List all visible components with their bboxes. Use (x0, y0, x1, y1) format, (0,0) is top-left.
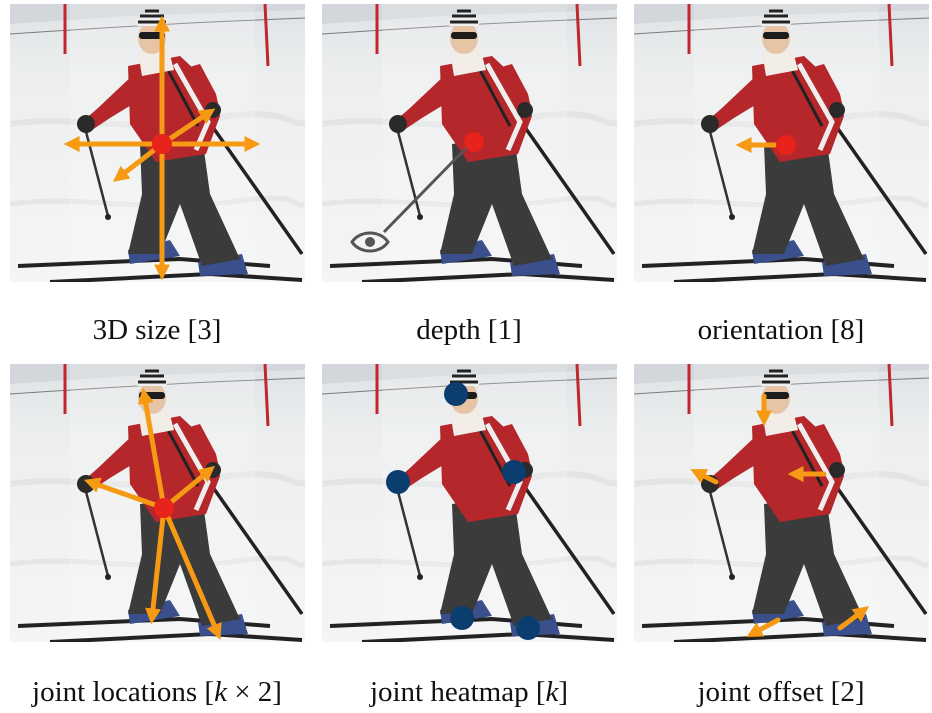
panel-orientation (634, 4, 929, 282)
caption-joint-offset: joint offset [2] (697, 676, 865, 708)
joint-head (444, 382, 468, 406)
joint-right-foot (516, 616, 540, 640)
arrow-to-left-hand (83, 477, 167, 511)
panel-joint-offset (634, 364, 929, 642)
arrow-to-head (137, 387, 167, 511)
caption-depth: depth [1] (416, 314, 522, 346)
caption-joint-locations: joint locations [k × 2] (32, 676, 282, 708)
panel-3d-size (10, 4, 305, 282)
joint-left-hand (386, 470, 410, 494)
center-point (152, 134, 172, 154)
offset-left-foot (746, 617, 781, 638)
eye-icon (350, 231, 390, 253)
joint-right-hand (502, 460, 526, 484)
offset-left-hand (690, 469, 719, 485)
caption-joint-heatmap: joint heatmap [k] (369, 676, 569, 708)
center-point (776, 135, 796, 155)
panel-joint-locations (10, 364, 305, 642)
offset-right-foot (837, 606, 870, 631)
panel-depth (322, 4, 617, 282)
panel-joint-heatmap (322, 364, 617, 642)
arrow-to-left-foot (145, 505, 167, 625)
arrow-to-right-foot (161, 505, 222, 640)
caption-orientation: orientation [8] (697, 314, 865, 346)
caption-3d-size: 3D size [3] (92, 314, 222, 346)
center-point (154, 498, 174, 518)
joint-left-foot (450, 606, 474, 630)
center-point (464, 132, 484, 152)
depth-ray (382, 140, 474, 234)
